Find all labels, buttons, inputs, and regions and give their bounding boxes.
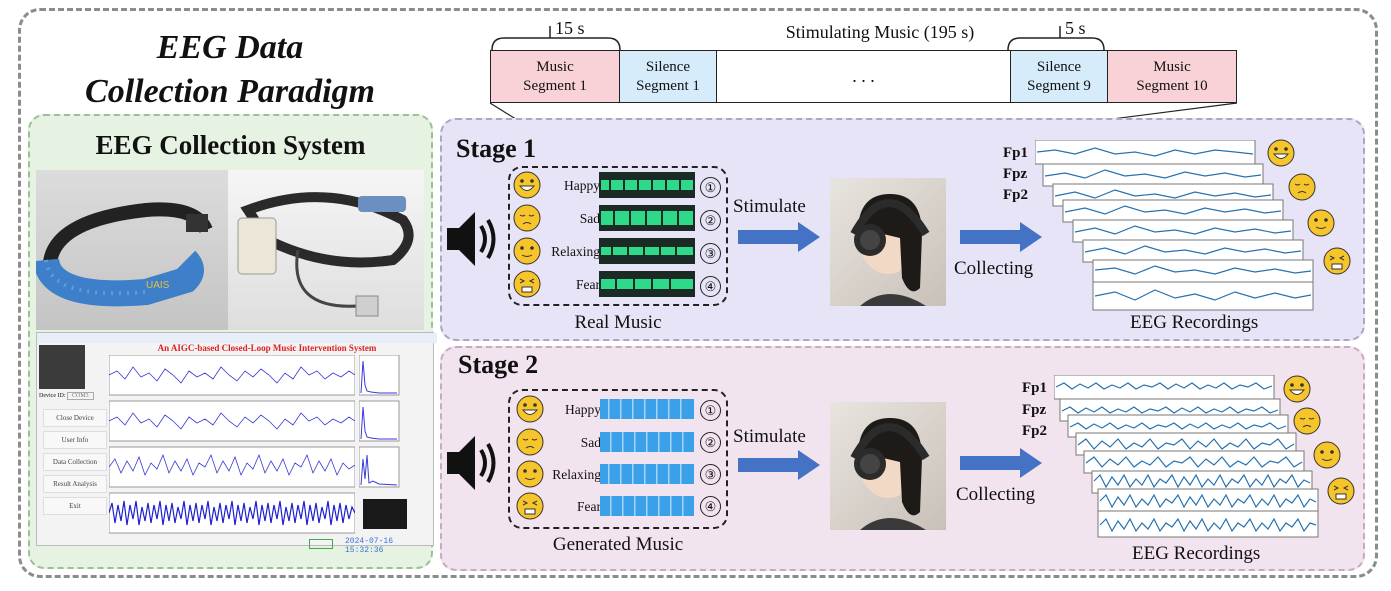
software-title-bar — [37, 333, 437, 343]
stage1-num-4: ④ — [700, 276, 721, 297]
segment-ellipsis: . . . — [716, 50, 1011, 103]
stage2-ch-fp1: Fp1 — [1022, 380, 1048, 396]
stage1-num-1: ① — [700, 177, 721, 198]
software-screenshot: An AIGC-based Closed-Loop Music Interven… — [36, 332, 437, 555]
stage1-music-label: Real Music — [574, 312, 662, 333]
device-photo-side — [228, 170, 424, 330]
stage1-ch-fp2: Fp2 — [1003, 187, 1029, 203]
software-window-title: An AIGC-based Closed-Loop Music Interven… — [157, 343, 377, 353]
software-plots — [109, 355, 355, 534]
software-timestamp: 2024-07-16 15:32:36 — [345, 537, 394, 555]
stage2-music-box — [508, 389, 728, 529]
stage2-ch-fp2: Fp2 — [1022, 423, 1048, 439]
stage1-waveforms — [599, 172, 695, 297]
stage2-waveforms — [600, 399, 694, 516]
stage2-label: Stage 2 — [458, 350, 539, 379]
stage1-label: Stage 1 — [456, 134, 537, 163]
stage2-num-1: ① — [700, 400, 721, 421]
stage2-collecting-label: Collecting — [956, 484, 1036, 505]
subject-thumbnail — [39, 345, 85, 389]
device-id-row: Device ID: COM3 — [39, 392, 94, 400]
stage2-stimulate-label: Stimulate — [733, 426, 806, 447]
fearful-face-icon — [516, 492, 544, 520]
stage1-ch-fp1: Fp1 — [1003, 145, 1029, 161]
stage1-stimulate-label: Stimulate — [733, 196, 806, 217]
stage1-num-3: ③ — [700, 243, 721, 264]
stage1-collecting-arrow — [960, 222, 1042, 252]
slight-smile-face-icon — [513, 237, 541, 265]
grinning-face-icon — [516, 395, 544, 423]
stage1-subject-photo — [830, 178, 946, 306]
stage1-num-2: ② — [700, 210, 721, 231]
pensive-face-icon — [513, 204, 541, 232]
music-thumbnail — [363, 499, 407, 529]
stage2-collecting-arrow — [960, 448, 1042, 478]
duration-5s: 5 s — [1065, 18, 1086, 38]
stage2-num-2: ② — [700, 432, 721, 453]
stage2-eeg-recordings — [1054, 375, 1319, 538]
device-brand-label: UAIS — [146, 280, 170, 291]
speaker-icon — [447, 436, 496, 490]
data-collection-button[interactable]: Data Collection — [43, 453, 107, 471]
pensive-face-icon — [1288, 173, 1316, 201]
slight-smile-face-icon — [1313, 441, 1341, 469]
stage2-ch-fpz: Fpz — [1022, 402, 1047, 418]
stage1-music-box — [508, 166, 728, 306]
stage1-ch-fpz: Fpz — [1003, 166, 1028, 182]
grinning-face-icon — [513, 171, 541, 199]
page-title: EEG Data Collection Paradigm — [30, 26, 430, 114]
stage2-stimulate-arrow — [738, 450, 820, 480]
stage1-stimulate-arrow — [738, 222, 820, 252]
speaker-icon — [447, 212, 496, 266]
fearful-face-icon — [513, 270, 541, 298]
stage2-recordings-label: EEG Recordings — [1132, 543, 1261, 564]
title-line1: EEG Data — [156, 29, 304, 66]
slight-smile-face-icon — [1307, 209, 1335, 237]
status-indicator — [309, 539, 333, 549]
grinning-face-icon — [1267, 139, 1295, 167]
fearful-face-icon — [1323, 247, 1351, 275]
stage2-subject-photo — [830, 402, 946, 530]
software-spectra — [359, 355, 400, 488]
title-line2: Collection Paradigm — [85, 73, 375, 110]
exit-button[interactable]: Exit — [43, 497, 107, 515]
stage1-collecting-label: Collecting — [954, 258, 1034, 279]
stage2-num-4: ④ — [700, 496, 721, 517]
timeline-braces — [491, 26, 1105, 51]
user-info-button[interactable]: User Info — [43, 431, 107, 449]
slight-smile-face-icon — [516, 460, 544, 488]
collection-system-heading: EEG Collection System — [95, 130, 366, 160]
duration-15s: 15 s — [555, 18, 585, 38]
pensive-face-icon — [1293, 407, 1321, 435]
stage1-recordings-label: EEG Recordings — [1130, 312, 1259, 333]
fearful-face-icon — [1327, 477, 1355, 505]
grinning-face-icon — [1283, 375, 1311, 403]
pensive-face-icon — [516, 428, 544, 456]
device-photo-front: UAIS — [33, 170, 228, 330]
stage2-num-3: ③ — [700, 464, 721, 485]
outer-frame — [18, 8, 1378, 578]
stage1-eeg-recordings — [1035, 140, 1314, 311]
timeline-title: Stimulating Music (195 s) — [785, 22, 975, 42]
stage2-music-label: Generated Music — [552, 534, 684, 555]
result-analysis-button[interactable]: Result Analysis — [43, 475, 107, 493]
close-device-button[interactable]: Close Device — [43, 409, 107, 427]
